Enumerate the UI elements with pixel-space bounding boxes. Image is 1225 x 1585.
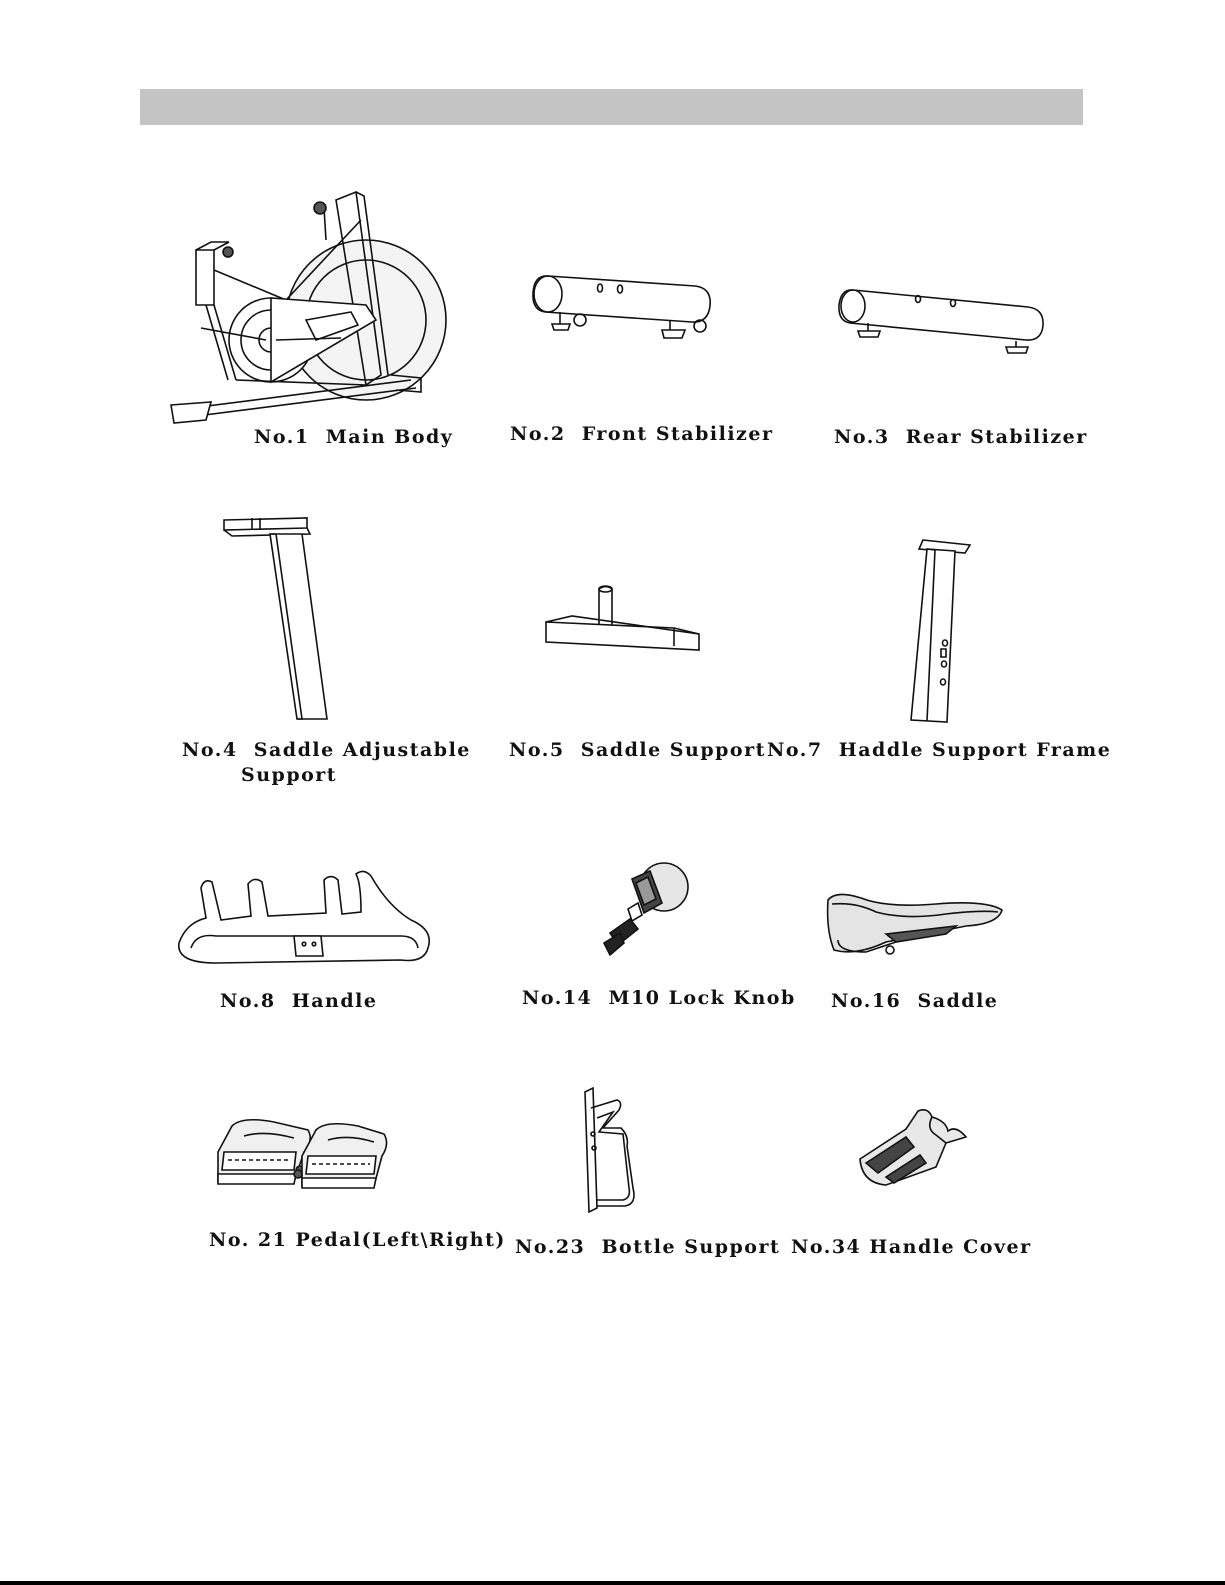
- handlebar-post-icon: [905, 537, 975, 727]
- handlebar-icon: [176, 868, 434, 968]
- part-label-rear-stabilizer: No.3 Rear Stabilizer: [834, 426, 1088, 448]
- part-label-lock-knob: No.14 M10 Lock Knob: [522, 987, 796, 1009]
- pedals-icon: [214, 1112, 386, 1202]
- part-label-front-stabilizer: No.2 Front Stabilizer: [510, 423, 773, 445]
- exercise-bike-frame-icon: [166, 180, 431, 430]
- saddle-icon: [826, 890, 1004, 960]
- bottle-cage-icon: [583, 1088, 641, 1216]
- part-label-handle-support-frame: No.7 Haddle Support Frame: [767, 739, 1111, 761]
- part-label-saddle-support: No.5 Saddle Support: [509, 739, 766, 761]
- saddle-post-icon: [222, 514, 332, 724]
- saddle-slider-icon: [544, 584, 702, 654]
- rear-stabilizer-tube-icon: [838, 285, 1048, 355]
- part-label-bottle-support: No.23 Bottle Support: [515, 1236, 780, 1258]
- front-stabilizer-tube-icon: [530, 268, 715, 343]
- part-label-saddle: No.16 Saddle: [831, 990, 998, 1012]
- part-label-handle-cover: No.34 Handle Cover: [791, 1236, 1032, 1258]
- part-label-main-body: No.1 Main Body: [254, 426, 453, 448]
- section-header-bar: [140, 89, 1083, 125]
- part-label-handle: No.8 Handle: [220, 990, 377, 1012]
- part-label-saddle-adjustable-support-line2: Support: [241, 764, 337, 786]
- part-label-saddle-adjustable-support: No.4 Saddle Adjustable: [182, 739, 471, 761]
- bottom-rule: [0, 1581, 1225, 1585]
- part-label-pedal: No. 21 Pedal(Left\Right): [209, 1229, 506, 1251]
- lock-knob-icon: [600, 863, 692, 959]
- handle-cover-icon: [856, 1107, 968, 1187]
